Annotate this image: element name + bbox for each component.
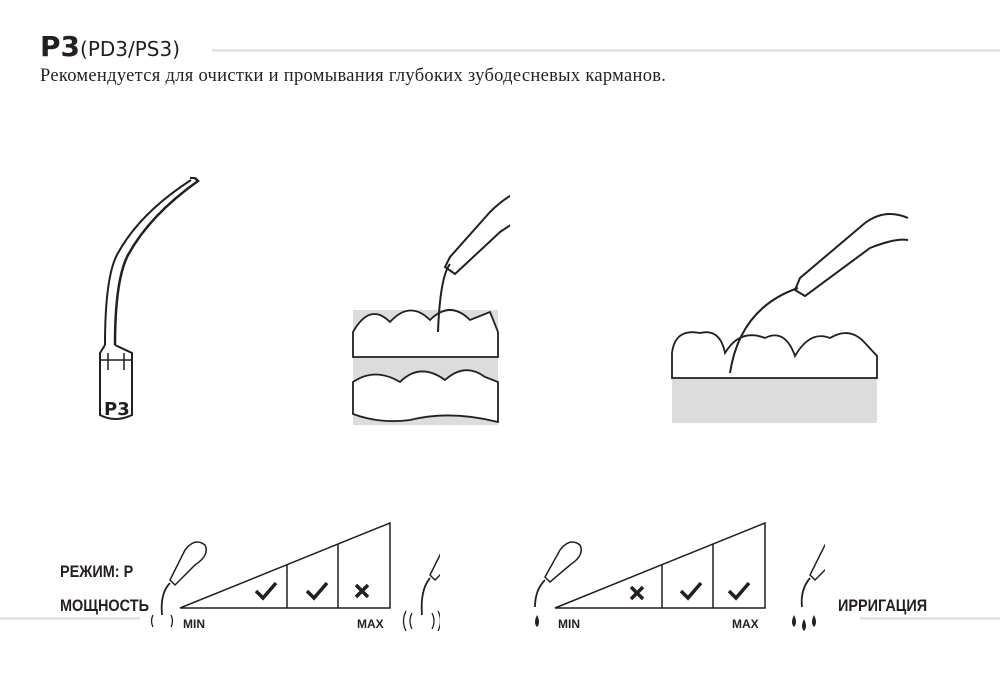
- gum-pocket-illustration: [671, 213, 909, 423]
- lower-jaw-illustration: [352, 194, 510, 425]
- power-level-3-cross-icon: [354, 583, 370, 599]
- page-title: P3(PD3/PS3): [40, 30, 180, 63]
- bottom-divider-right: [860, 617, 1000, 620]
- irrigation-scale-chart: [534, 521, 825, 631]
- tip-label: P3: [104, 399, 130, 420]
- bottom-divider-left: [0, 617, 140, 620]
- power-level-1-check-icon: [254, 581, 278, 601]
- handpiece-high-water-icon: [792, 543, 825, 631]
- tip-model: P3: [40, 30, 81, 63]
- irrigation-level-1-cross-icon: [629, 585, 645, 601]
- power-scale-chart: [150, 521, 440, 632]
- power-max-label: MAX: [357, 617, 384, 631]
- irrigation-level-3-check-icon: [727, 581, 751, 601]
- title-divider: [212, 49, 1000, 52]
- power-level-2-check-icon: [305, 581, 329, 601]
- irrigation-level-2-check-icon: [679, 581, 703, 601]
- irrigation-min-label: MIN: [558, 617, 580, 631]
- power-min-label: MIN: [183, 617, 205, 631]
- handpiece-high-vibration-icon: [402, 553, 440, 632]
- power-label: МОЩНОСТЬ: [60, 596, 149, 615]
- tip-illustration: P3: [99, 177, 200, 420]
- irrigation-label: ИРРИГАЦИЯ: [838, 596, 928, 615]
- tip-description: Рекомендуется для очистки и промывания г…: [40, 66, 667, 86]
- irrigation-max-label: MAX: [732, 617, 759, 631]
- tip-variants: (PD3/PS3): [80, 37, 181, 61]
- handpiece-low-icon: [150, 541, 207, 628]
- handpiece-low-water-icon: [534, 541, 582, 627]
- mode-label: РЕЖИМ: P: [60, 562, 134, 581]
